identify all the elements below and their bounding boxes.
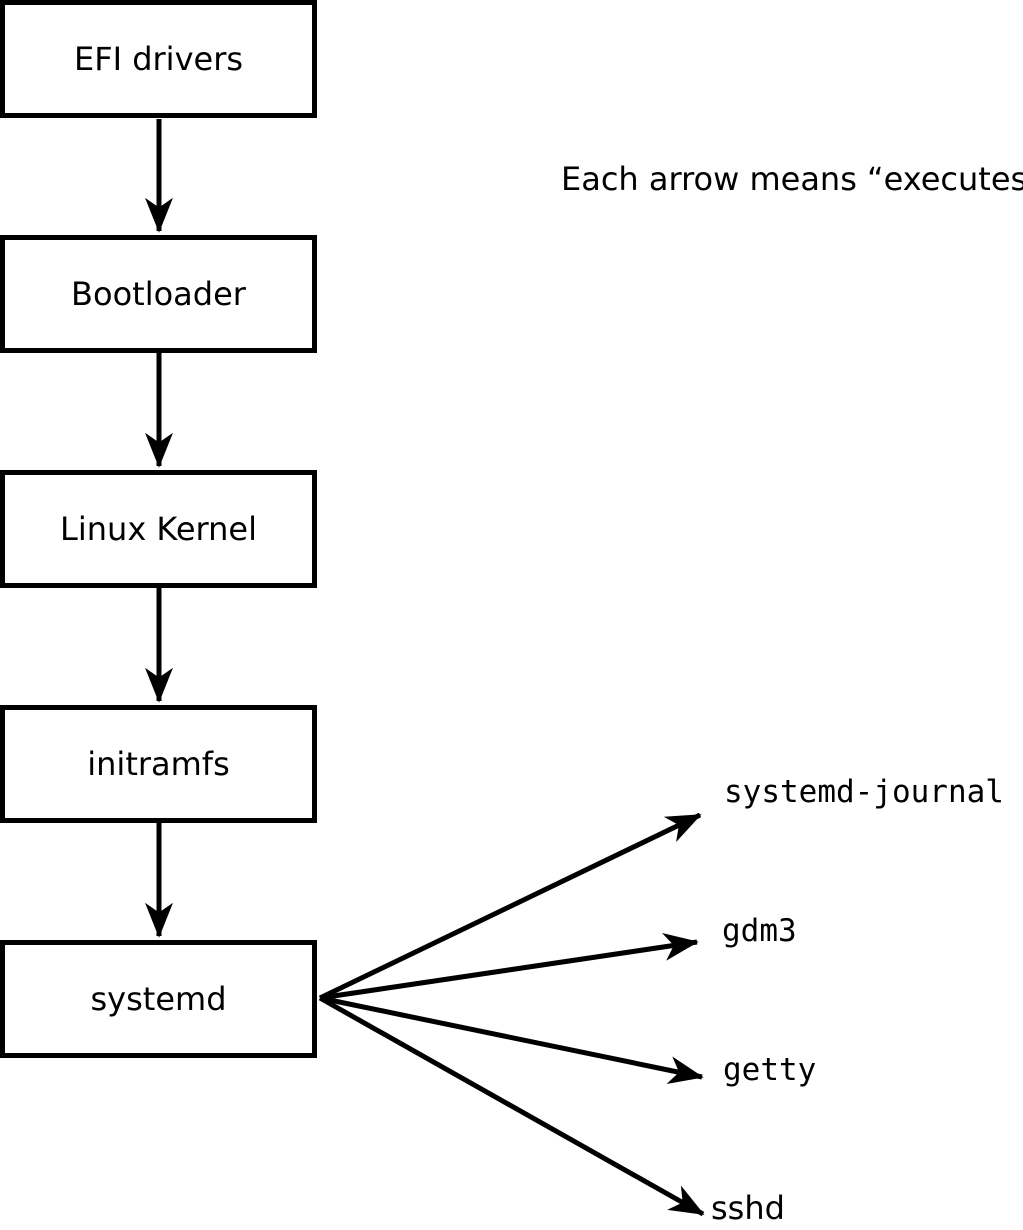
target-label-getty: getty: [723, 1052, 817, 1088]
arrow-systemd-to-journal: [318, 812, 702, 1001]
arrow-systemd-to-gdm3: [319, 933, 699, 1001]
box-efi-drivers-label: EFI drivers: [73, 39, 244, 78]
box-bootloader-label: Bootloader: [71, 274, 246, 313]
box-efi-drivers: EFI drivers: [0, 0, 317, 118]
target-label-sshd: sshd: [711, 1189, 785, 1227]
box-systemd-label: systemd: [90, 979, 227, 1018]
box-initramfs-label: initramfs: [87, 744, 230, 783]
box-systemd: systemd: [0, 940, 317, 1058]
arrow-meaning-note: Each arrow means “executes”.: [561, 160, 1023, 198]
target-label-gdm3: gdm3: [722, 913, 797, 949]
box-bootloader: Bootloader: [0, 235, 317, 353]
arrow-systemd-to-getty: [319, 995, 704, 1084]
box-initramfs: initramfs: [0, 705, 317, 823]
box-linux-kernel-label: Linux Kernel: [60, 509, 257, 548]
box-linux-kernel: Linux Kernel: [0, 470, 317, 588]
target-label-systemd-journal: systemd-journal: [724, 774, 1004, 810]
arrow-systemd-to-sshd: [318, 995, 705, 1217]
